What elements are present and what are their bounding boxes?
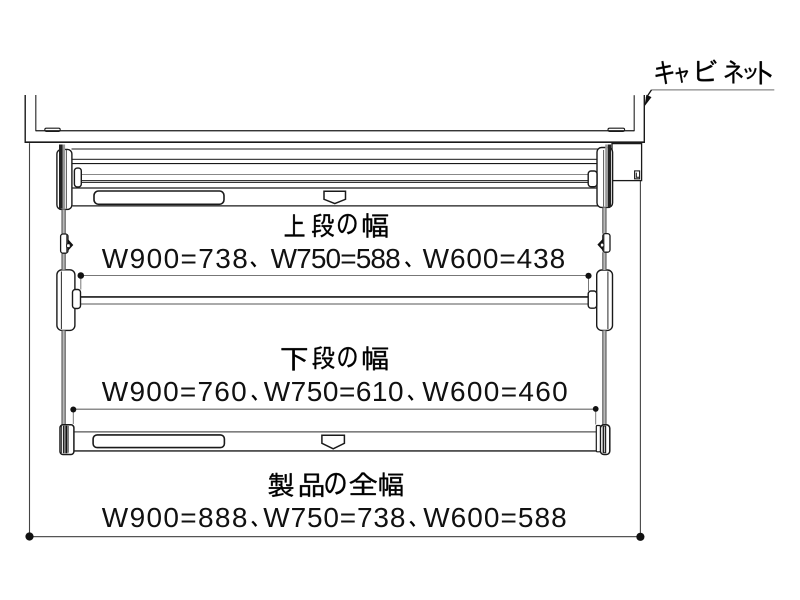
svg-text:W750=610: W750=610 <box>264 376 404 407</box>
svg-text:W600=588: W600=588 <box>423 502 567 533</box>
svg-text:W900=888: W900=888 <box>102 502 248 533</box>
svg-text:W750=738: W750=738 <box>263 502 405 533</box>
svg-text:W600=438: W600=438 <box>423 243 566 274</box>
svg-text:W900=760: W900=760 <box>102 376 247 407</box>
svg-text:W750=588: W750=588 <box>271 243 401 274</box>
svg-text:W900=738: W900=738 <box>102 243 248 274</box>
svg-text:W600=460: W600=460 <box>422 376 567 407</box>
